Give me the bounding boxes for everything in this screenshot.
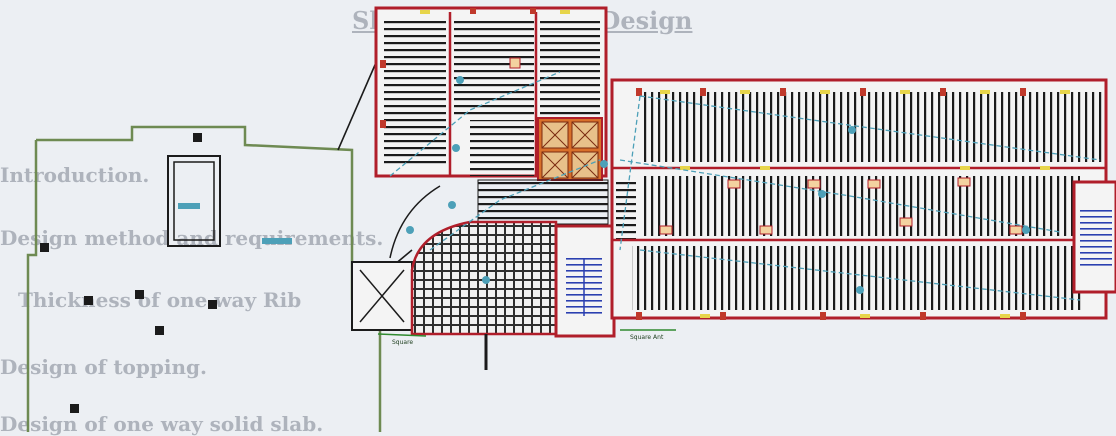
waffle-slab: [410, 220, 558, 370]
dimension-lines: [389, 71, 1101, 301]
core-squares: [537, 117, 603, 181]
overview-outline: [26, 125, 382, 432]
dimension-dots: [406, 76, 1030, 294]
overview-column-markers: [40, 133, 217, 413]
stair-core: [554, 224, 616, 338]
right-wing: [610, 78, 1108, 320]
opening-markers: [509, 57, 1023, 235]
upper-left-block: [374, 6, 608, 178]
yellow-markers: [420, 10, 1070, 318]
callout-left-label: Square: [392, 339, 413, 346]
background-line-3: Thickness of one way Rib: [18, 288, 302, 312]
column-markers: [380, 8, 1026, 320]
background-line-1: Introduction.: [0, 163, 150, 187]
overview-dim-markers: [178, 203, 292, 244]
lift-box: [351, 261, 413, 331]
right-stair: [1072, 180, 1116, 294]
corridor-strip: [477, 179, 609, 225]
callouts: Square Square Ant: [377, 329, 676, 346]
callout-right-label: Square Ant: [630, 334, 664, 341]
background-line-4: Design of topping.: [0, 355, 207, 379]
curved-boundary: [389, 185, 441, 259]
